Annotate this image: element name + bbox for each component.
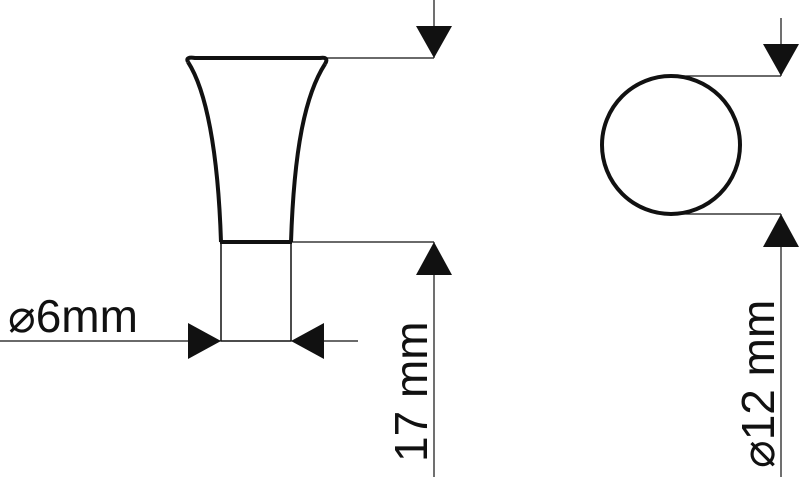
knob-top-rim bbox=[185, 55, 329, 66]
height-label: 17 mm bbox=[385, 321, 437, 462]
head-arrow-top bbox=[763, 44, 799, 76]
top-view-circle bbox=[600, 74, 742, 216]
stem-arrow-left bbox=[188, 323, 221, 359]
side-view bbox=[185, 55, 329, 342]
knob-right-profile bbox=[289, 62, 327, 243]
head-diameter-label: ⌀12 mm bbox=[732, 300, 784, 468]
height-arrow-top bbox=[416, 26, 452, 58]
head-arrow-bottom bbox=[763, 214, 799, 247]
stem-arrow-right bbox=[291, 323, 324, 359]
knob-left-profile bbox=[186, 60, 223, 243]
height-arrow-bottom bbox=[416, 242, 452, 275]
stem-diameter-label: ⌀6mm bbox=[8, 290, 138, 342]
